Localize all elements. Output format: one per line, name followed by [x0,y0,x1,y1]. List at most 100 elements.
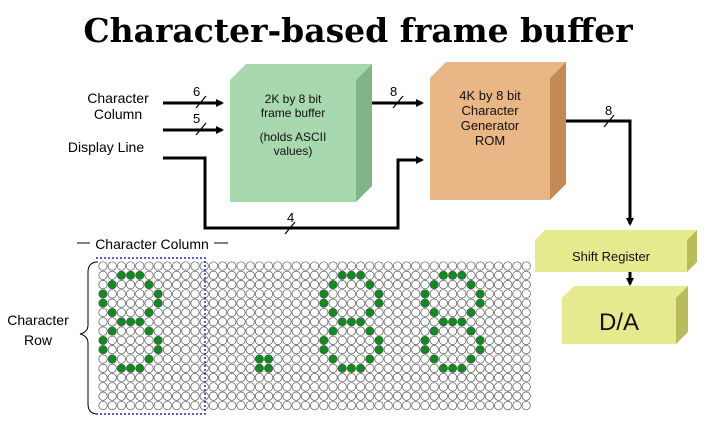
pixel-on [475,298,485,308]
pixel-off [162,400,172,411]
pixel-off [264,382,274,392]
frame-buffer-text-2: frame buffer [261,106,325,120]
pixel-off [383,326,393,336]
pixel-off [411,261,421,271]
pixel-off [172,289,182,299]
pixel-off [365,345,375,355]
bus-width-rom-out: 8 [605,103,612,118]
pixel-off [512,345,522,355]
pixel-off [402,400,412,411]
pixel-off [172,298,182,308]
pixel-on [429,354,439,364]
pixel-off [181,400,191,411]
pixel-off [236,373,246,383]
pixel-off [126,289,136,299]
pixel-off [162,354,172,364]
pixel-on [374,335,384,345]
pixel-off [181,345,191,355]
pixel-off [162,298,172,308]
pixel-off [300,280,310,290]
pixel-off [448,280,458,290]
pixel-off [484,280,494,290]
pixel-on [264,363,274,373]
pixel-off [484,317,494,327]
pixel-off [162,326,172,336]
pixel-off [356,280,366,290]
pixel-off [273,261,283,271]
pixel-off [383,354,393,364]
pixel-off [273,400,283,411]
pixel-off [282,335,292,345]
pixel-off [310,354,320,364]
pixel-off [181,307,191,318]
pixel-off [153,382,163,392]
pixel-off [162,382,172,392]
pixel-off [190,373,200,383]
pixel-off [153,261,163,271]
pixel-off [218,345,228,355]
pixel-off [107,270,117,280]
pixel-off [365,391,375,401]
pixel-off [181,289,191,299]
pixel-on [466,326,476,336]
pixel-off [107,363,117,373]
pixel-off [365,373,375,383]
pixel-off [448,307,458,318]
pixel-off [264,307,274,318]
pixel-off [116,373,126,383]
pixel-off [337,298,347,308]
pixel-on [356,270,366,280]
pixel-off [236,400,246,411]
pixel-off [494,345,504,355]
pixel-off [319,382,329,392]
pixel-off [356,373,366,383]
pixel-off [264,335,274,345]
pixel-off [319,391,329,401]
pixel-off [98,391,108,401]
pixel-off [98,326,108,336]
pixel-off [448,298,458,308]
pixel-off [172,373,182,383]
pixel-off [291,391,301,401]
pixel-off [521,400,531,411]
pixel-off [208,354,218,364]
pixel-off [503,289,513,299]
pixel-off [208,307,218,318]
pixel-off [429,373,439,383]
pixel-off [466,261,476,271]
pixel-off [300,363,310,373]
pixel-off [300,373,310,383]
pixel-on [126,317,136,327]
pixel-on [107,280,117,290]
pixel-off [383,382,393,392]
pixel-off [411,326,421,336]
pixel-off [264,345,274,355]
pixel-off [420,400,430,411]
pixel-off [236,391,246,401]
pixel-off [466,289,476,299]
pixel-off [153,326,163,336]
pixel-off [438,326,448,336]
pixel-off [172,382,182,392]
pixel-off [484,354,494,364]
pixel-off [512,289,522,299]
pixel-off [328,345,338,355]
pixel-off [181,382,191,392]
pixel-off [218,307,228,318]
pixel-off [383,261,393,271]
pixel-on [438,363,448,373]
pixel-off [466,317,476,327]
pixel-off [402,317,412,327]
pixel-off [291,363,301,373]
pixel-off [457,400,467,411]
pixel-off [310,363,320,373]
pixel-off [466,363,476,373]
pixel-off [300,270,310,280]
pixel-off [392,345,402,355]
pixel-on [337,270,347,280]
pixel-off [328,391,338,401]
pixel-off [254,280,264,290]
pixel-off [521,307,531,318]
pixel-off [264,400,274,411]
pixel-off [291,317,301,327]
